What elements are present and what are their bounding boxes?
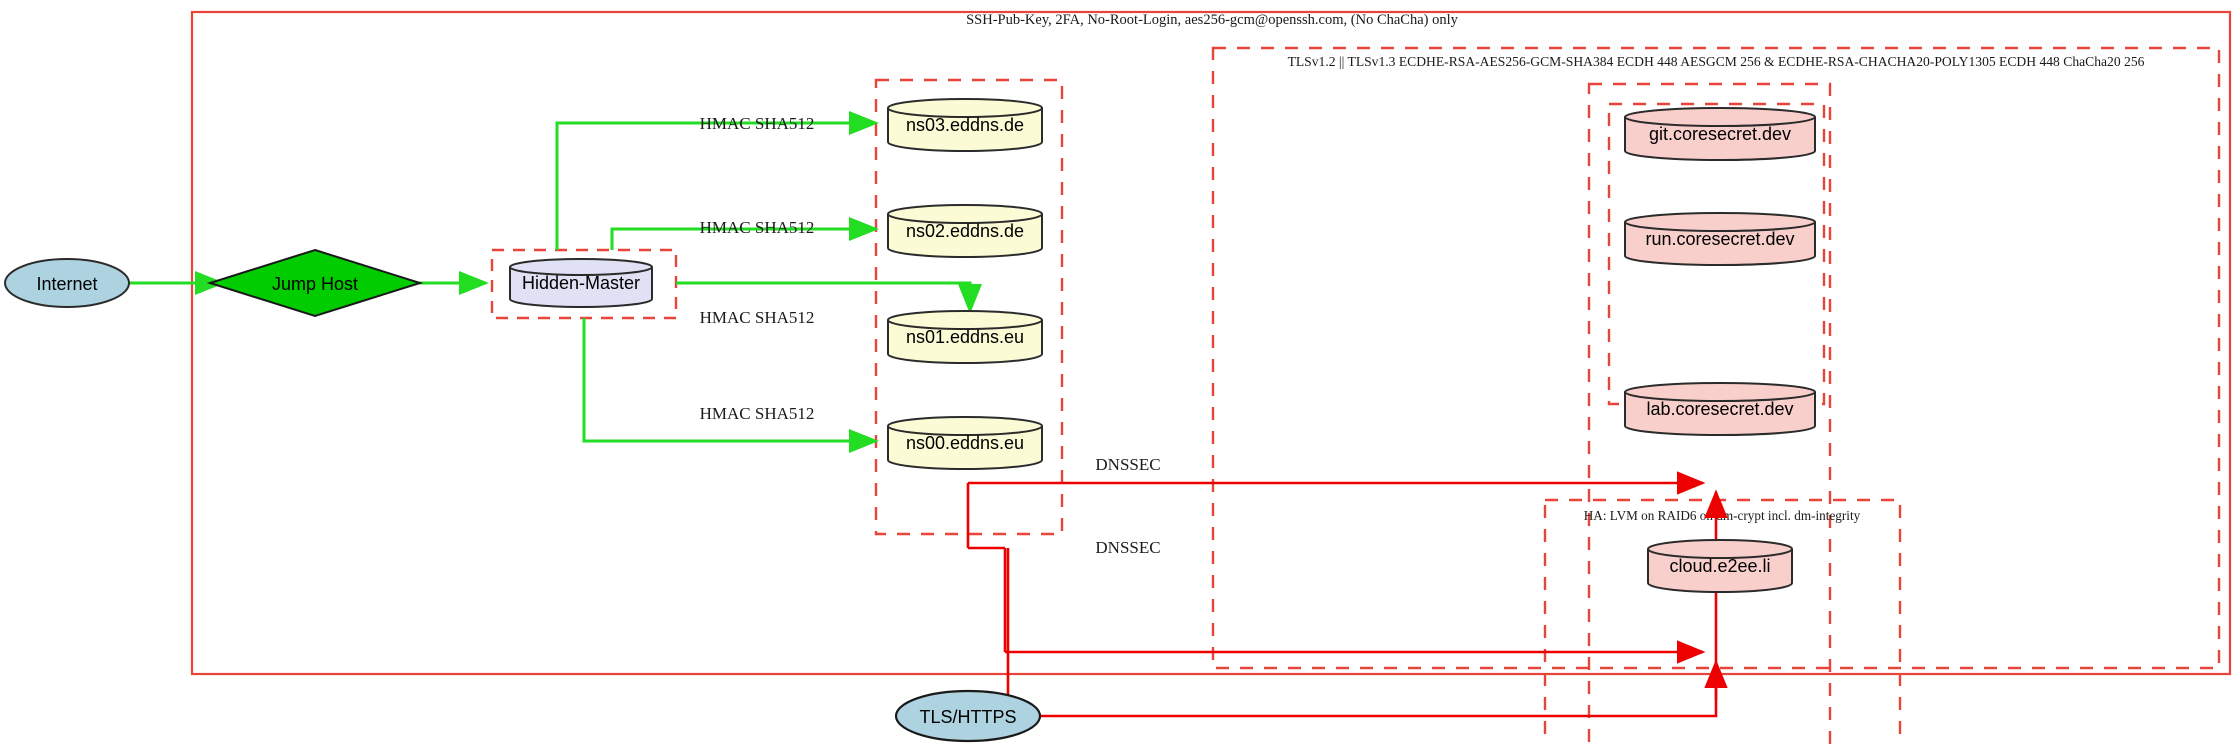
edge-label-hmac-ns03: HMAC SHA512 [700,114,815,133]
coresecret-boundary-box [1587,82,1832,744]
node-internet-label: Internet [36,274,97,294]
node-run-coresecret-label: run.coresecret.dev [1645,229,1794,249]
node-run-coresecret[interactable]: run.coresecret.dev [1624,212,1816,266]
node-tls-https-label: TLS/HTTPS [919,707,1016,727]
node-ns01[interactable]: ns01.eddns.eu [887,310,1043,364]
edge-label-hmac-ns02: HMAC SHA512 [700,218,815,237]
node-git-coresecret[interactable]: git.coresecret.dev [1624,107,1816,161]
node-lab-coresecret[interactable]: lab.coresecret.dev [1624,382,1816,436]
node-ns02-label: ns02.eddns.de [906,221,1024,241]
edge-label-dnssec-upper: DNSSEC [1095,455,1160,474]
coresecret-inner-box [1607,102,1826,406]
ssh-boundary-label: SSH-Pub-Key, 2FA, No-Root-Login, aes256-… [966,12,1459,28]
node-jump-host-label: Jump Host [272,274,358,294]
ha-boundary-label: HA: LVM on RAID6 on dm-crypt incl. dm-in… [1584,508,1861,523]
edge-tlshttps-coresecret [1040,489,1728,718]
ssh-boundary-box [190,10,2232,676]
node-ns00-label: ns00.eddns.eu [906,433,1024,453]
node-cloud-e2ee[interactable]: cloud.e2ee.li [1647,539,1793,593]
node-ns01-label: ns01.eddns.eu [906,327,1024,347]
node-tls-https[interactable]: TLS/HTTPS [894,689,1042,743]
edge-hm-ns00 [582,318,879,453]
node-ns03-label: ns03.eddns.de [906,115,1024,135]
edge-hm-ns02 [610,217,879,250]
tls-boundary-label: TLSv1.2 || TLSv1.3 ECDHE-RSA-AES256-GCM-… [1288,54,2145,69]
node-ns02[interactable]: ns02.eddns.de [887,204,1043,258]
node-ns03[interactable]: ns03.eddns.de [887,98,1043,152]
node-lab-coresecret-label: lab.coresecret.dev [1646,399,1793,419]
node-hidden-master-label: Hidden-Master [522,273,640,293]
edge-label-hmac-ns00: HMAC SHA512 [700,404,815,423]
edge-hm-ns01 [676,281,982,314]
node-hidden-master[interactable]: Hidden-Master [509,258,653,308]
edge-label-hmac-ns01: HMAC SHA512 [700,308,815,327]
node-internet[interactable]: Internet [4,258,130,308]
edge-label-dnssec-lower: DNSSEC [1095,538,1160,557]
node-ns00[interactable]: ns00.eddns.eu [887,416,1043,470]
node-jump-host[interactable]: Jump Host [206,248,424,318]
edge-hm-ns03 [555,111,879,250]
node-cloud-e2ee-label: cloud.e2ee.li [1669,556,1770,576]
ha-boundary-box [1543,498,1902,744]
node-git-coresecret-label: git.coresecret.dev [1649,124,1791,144]
